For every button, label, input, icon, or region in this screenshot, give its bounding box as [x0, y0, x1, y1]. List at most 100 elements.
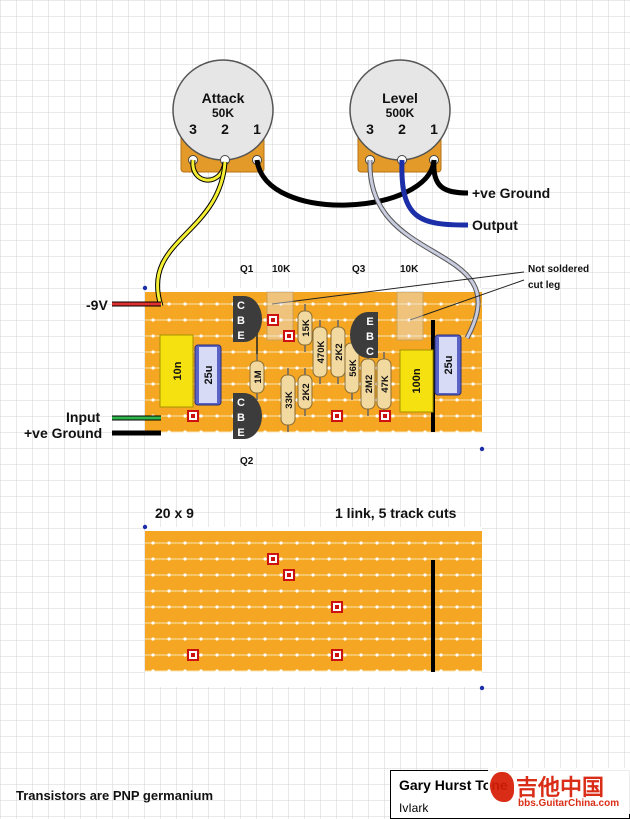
q2-pin-e: E — [237, 427, 244, 439]
board-hole — [471, 430, 475, 434]
board-hole — [439, 589, 443, 593]
board-hole — [311, 637, 315, 641]
q3-pin-c: C — [366, 346, 374, 358]
level-to-board-wire-inner — [368, 159, 480, 339]
board-hole — [215, 302, 219, 306]
board-hole — [375, 430, 379, 434]
board-hole — [455, 589, 459, 593]
transistor-note: Transistors are PNP germanium — [16, 788, 213, 803]
board-hole — [279, 350, 283, 354]
transistor-q1: C B E — [233, 296, 262, 342]
board-hole — [263, 430, 267, 434]
board-hole — [263, 398, 267, 402]
board-hole — [199, 669, 203, 673]
board-hole — [343, 430, 347, 434]
board-hole — [183, 621, 187, 625]
board-hole — [327, 605, 331, 609]
board-hole — [231, 541, 235, 545]
board-hole — [183, 669, 187, 673]
board-hole — [343, 414, 347, 418]
board-hole — [327, 637, 331, 641]
board-hole — [263, 414, 267, 418]
board-hole — [407, 637, 411, 641]
bottom-board-holes — [151, 541, 475, 673]
board-hole — [247, 653, 251, 657]
board-hole — [327, 302, 331, 306]
board-hole — [407, 334, 411, 338]
board-hole — [247, 557, 251, 561]
board-hole — [263, 573, 267, 577]
level-ground-wire — [431, 159, 469, 196]
attack-pot-pin-3: 3 — [189, 121, 197, 137]
board-hole — [311, 589, 315, 593]
board-hole — [215, 589, 219, 593]
board-size-label: 20 x 9 — [155, 505, 194, 521]
board-hole — [327, 573, 331, 577]
board-hole — [295, 637, 299, 641]
board-hole — [423, 302, 427, 306]
board-hole — [183, 318, 187, 322]
board-hole — [359, 589, 363, 593]
board-hole — [263, 350, 267, 354]
board-hole — [263, 334, 267, 338]
board-hole — [359, 430, 363, 434]
board-hole — [343, 541, 347, 545]
capacitor-25u-right-label: 25u — [443, 356, 455, 375]
board-hole — [407, 557, 411, 561]
board-hole — [423, 541, 427, 545]
board-hole — [183, 573, 187, 577]
board-hole — [151, 557, 155, 561]
board-hole — [215, 414, 219, 418]
board-hole — [327, 653, 331, 657]
board-hole — [439, 669, 443, 673]
board-hole — [295, 605, 299, 609]
board-hole — [471, 605, 475, 609]
board-hole — [279, 669, 283, 673]
board-hole — [391, 637, 395, 641]
board-hole — [327, 621, 331, 625]
track-cut-center — [335, 414, 339, 418]
board-hole — [407, 573, 411, 577]
q2-label: Q2 — [240, 456, 254, 467]
board-hole — [151, 653, 155, 657]
board-hole — [247, 669, 251, 673]
board-hole — [327, 669, 331, 673]
board-hole — [151, 334, 155, 338]
board-hole — [455, 621, 459, 625]
board-hole — [343, 573, 347, 577]
bottom-stripboard — [145, 527, 482, 687]
board-hole — [247, 350, 251, 354]
board-hole — [343, 605, 347, 609]
board-hole — [375, 541, 379, 545]
input-label: Input — [66, 409, 101, 425]
board-hole — [167, 541, 171, 545]
board-hole — [247, 589, 251, 593]
board-hole — [455, 557, 459, 561]
resistor-label: 33K — [284, 391, 295, 409]
board-hole — [375, 573, 379, 577]
board-hole — [215, 334, 219, 338]
capacitor-100n — [399, 349, 434, 413]
q3-label: Q3 — [352, 264, 366, 275]
board-hole — [199, 589, 203, 593]
attack-pot: Attack 50K 3 2 1 — [172, 59, 274, 173]
track-cut-center — [271, 318, 275, 322]
bottom-board-corner-dot — [142, 524, 148, 530]
board-hole — [471, 589, 475, 593]
board-hole — [407, 541, 411, 545]
board-hole — [471, 398, 475, 402]
board-hole — [311, 669, 315, 673]
board-hole — [407, 414, 411, 418]
capacitor-25u-left-band — [199, 347, 217, 403]
board-hole — [327, 557, 331, 561]
board-hole — [311, 302, 315, 306]
level-output-wire — [399, 159, 469, 228]
resistor-body — [297, 310, 313, 346]
board-hole — [439, 318, 443, 322]
board-hole — [471, 334, 475, 338]
top-board-corner-dot — [479, 446, 485, 452]
board-hole — [183, 302, 187, 306]
board-hole — [343, 398, 347, 402]
watermark-url: bbs.GuitarChina.com — [518, 798, 620, 809]
